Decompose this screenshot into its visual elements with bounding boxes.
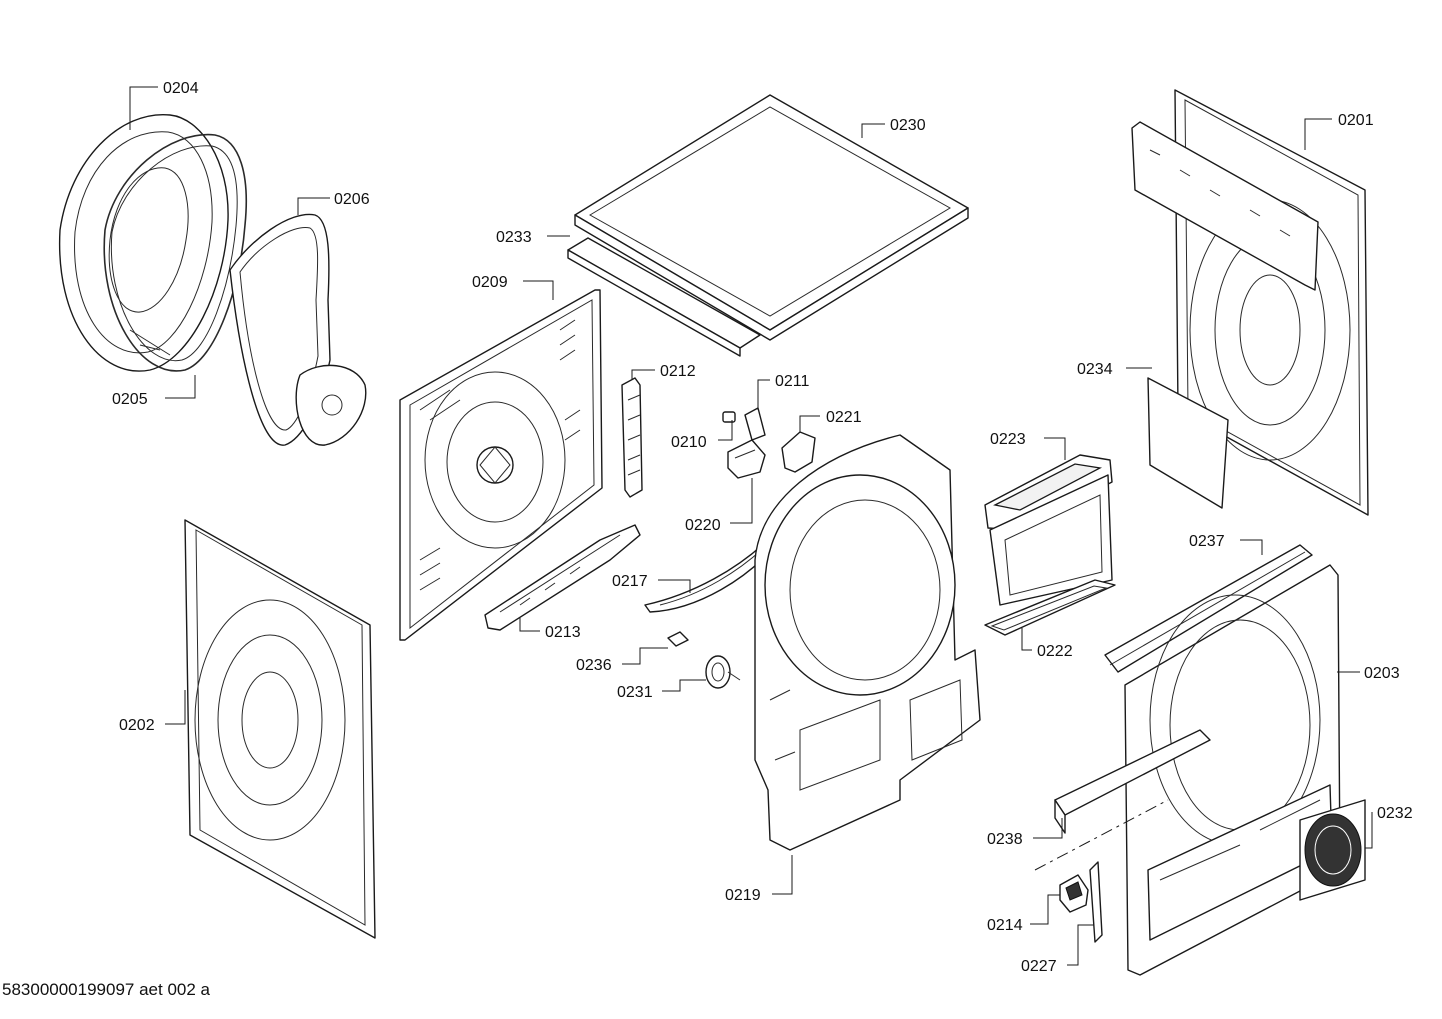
part-0206-bracket <box>229 213 367 446</box>
label-0209: 0209 <box>472 274 508 291</box>
label-0205: 0205 <box>112 391 148 408</box>
document-id: 58300000199097 aet 002 a <box>2 980 210 999</box>
part-0221-clip <box>781 431 816 473</box>
label-0220: 0220 <box>685 517 721 534</box>
label-0206: 0206 <box>334 191 370 208</box>
part-0233-cover-plate <box>567 237 761 357</box>
label-0238: 0238 <box>987 831 1023 848</box>
part-0237-rail <box>1104 544 1313 673</box>
label-0221: 0221 <box>826 409 862 426</box>
label-0236: 0236 <box>576 657 612 674</box>
label-0213: 0213 <box>545 624 581 641</box>
label-0214: 0214 <box>987 917 1023 934</box>
part-0211-sensor <box>744 407 766 441</box>
part-0202-side-panel <box>184 519 376 939</box>
label-0201: 0201 <box>1338 112 1374 129</box>
part-0232-grille <box>1299 799 1366 901</box>
label-0231: 0231 <box>617 684 653 701</box>
label-0237: 0237 <box>1189 533 1225 550</box>
label-0212: 0212 <box>660 363 696 380</box>
label-0202: 0202 <box>119 717 155 734</box>
part-0212-bracket <box>621 377 643 498</box>
assembly-axis-line <box>1034 799 1169 871</box>
part-0201-side-panel <box>1131 89 1369 516</box>
part-0204-rear-shell <box>58 114 229 372</box>
part-0230-top-cover <box>574 94 969 341</box>
part-0214-latch <box>1059 874 1089 913</box>
part-0220-switch <box>727 439 766 479</box>
part-0234-pad <box>1147 377 1229 509</box>
label-0210: 0210 <box>671 434 707 451</box>
label-0203: 0203 <box>1364 665 1400 682</box>
part-0209-rear-panel <box>399 289 603 641</box>
part-0227-cover <box>1089 861 1103 943</box>
part-0222-seal <box>984 579 1116 636</box>
label-0217: 0217 <box>612 573 648 590</box>
label-0223: 0223 <box>990 431 1026 448</box>
label-0230: 0230 <box>890 117 926 134</box>
label-0232: 0232 <box>1377 805 1413 822</box>
part-0223-filter <box>984 454 1113 606</box>
label-0227: 0227 <box>1021 958 1057 975</box>
part-labels: 0204 0206 0205 0230 0233 0209 0201 0212 … <box>112 80 1413 975</box>
label-0219: 0219 <box>725 887 761 904</box>
part-0210-nut <box>722 411 736 423</box>
label-0211: 0211 <box>775 373 810 390</box>
part-0238-strip <box>1054 729 1211 834</box>
label-0204: 0204 <box>163 80 199 97</box>
part-0231-knob <box>705 655 741 689</box>
part-0205-gasket <box>103 133 248 372</box>
part-0236-connector <box>667 631 689 647</box>
part-0213-rail <box>484 524 641 631</box>
leader-lines <box>129 86 1373 966</box>
label-0234: 0234 <box>1077 361 1113 378</box>
label-0222: 0222 <box>1037 643 1073 660</box>
label-0233: 0233 <box>496 229 532 246</box>
part-0219-front-frame <box>754 434 981 851</box>
